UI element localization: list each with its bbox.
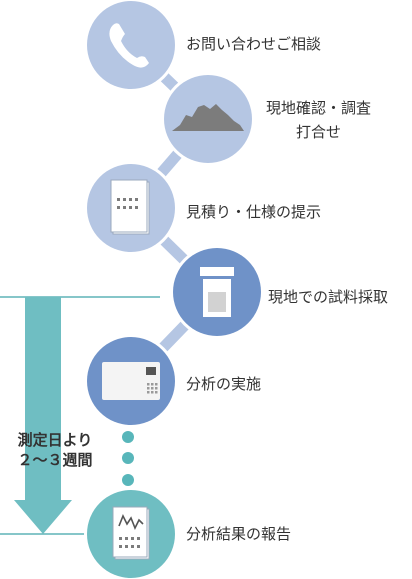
duration-arrow: [14, 297, 72, 534]
step-2-label: 現地確認・調査 打合せ: [266, 96, 371, 144]
progress-dot: [122, 431, 134, 443]
duration-line-2: ２～３週間: [17, 451, 93, 469]
mound-icon: [172, 104, 244, 131]
step-1-circle: [84, 0, 178, 92]
progress-dot: [122, 452, 134, 464]
step-2-label-line-2: 打合せ: [296, 123, 342, 141]
step-6-circle: [84, 487, 178, 579]
analyzer-device-icon: [102, 362, 160, 400]
step-4-label: 現地での試料採取: [268, 288, 389, 306]
step-4-circle: [170, 245, 264, 339]
step-2-label-line-1: 現地確認・調査: [266, 99, 372, 117]
step-5-circle: [84, 334, 178, 428]
step-3-label: 見積り・仕様の提示: [186, 203, 322, 221]
sample-jar-icon: [200, 267, 234, 317]
step-2-circle: [161, 72, 255, 166]
step-6-label: 分析結果の報告: [186, 525, 292, 543]
step-1-label: お問い合わせご相談: [186, 35, 322, 53]
progress-dot: [122, 474, 134, 486]
report-chart-icon: [112, 506, 150, 560]
duration-text: 測定日より ２～３週間: [0, 430, 110, 470]
document-icon: [110, 179, 150, 235]
phone-icon: [109, 23, 149, 68]
step-3-circle: [84, 161, 178, 255]
duration-line-1: 測定日より: [17, 431, 93, 449]
step-5-label: 分析の実施: [186, 375, 262, 393]
